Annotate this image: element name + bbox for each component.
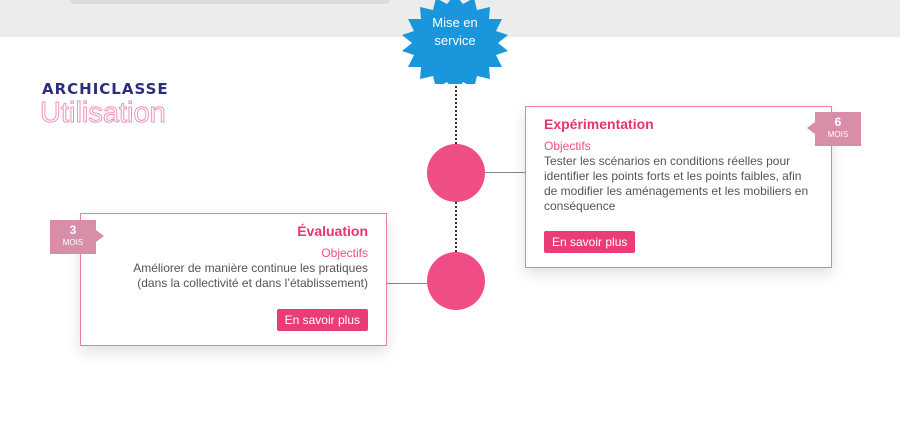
card-title: Évaluation (297, 223, 368, 239)
objectives-label: Objectifs (544, 139, 591, 153)
card-description: Améliorer de manière continue les pratiq… (88, 261, 368, 291)
objectives-label: Objectifs (321, 246, 368, 260)
card-evaluation: Évaluation Objectifs Améliorer de manièr… (80, 213, 387, 346)
archiclasse-logo: ARCHICLASSE (42, 80, 169, 98)
learn-more-button[interactable]: En savoir plus (544, 231, 636, 253)
duration-unit: MOIS (62, 238, 84, 247)
badge-pointer (807, 122, 815, 134)
badge-pointer (96, 230, 104, 242)
timeline-node-evaluation (427, 252, 485, 310)
card-description: Tester les scénarios en conditions réell… (544, 154, 809, 213)
card-title: Expérimentation (544, 116, 654, 132)
card-experimentation: Expérimentation Objectifs Tester les scé… (525, 106, 832, 268)
logo-text: ARCHICLASSE (42, 80, 169, 98)
duration-badge-experimentation: 6 MOIS (815, 112, 861, 146)
card-description-line2: (dans la collectivité et dans l’établiss… (137, 276, 368, 290)
milestone-label-line1: Mise en (432, 15, 478, 30)
section-title: Utilisation (40, 97, 167, 130)
top-band-shadow (70, 0, 390, 4)
duration-value: 6 (834, 115, 842, 129)
connector-evaluation (386, 283, 427, 284)
duration-badge-evaluation: 3 MOIS (50, 220, 96, 254)
milestone-label-line2: service (434, 33, 476, 48)
milestone-label: Mise en service (398, 14, 512, 50)
milestone-starburst (402, 0, 508, 84)
duration-value: 3 (69, 223, 77, 237)
connector-experimentation (485, 172, 525, 173)
duration-unit: MOIS (827, 130, 849, 139)
timeline-node-experimentation (427, 144, 485, 202)
learn-more-button[interactable]: En savoir plus (276, 309, 368, 331)
card-description-line1: Améliorer de manière continue les pratiq… (133, 261, 368, 275)
